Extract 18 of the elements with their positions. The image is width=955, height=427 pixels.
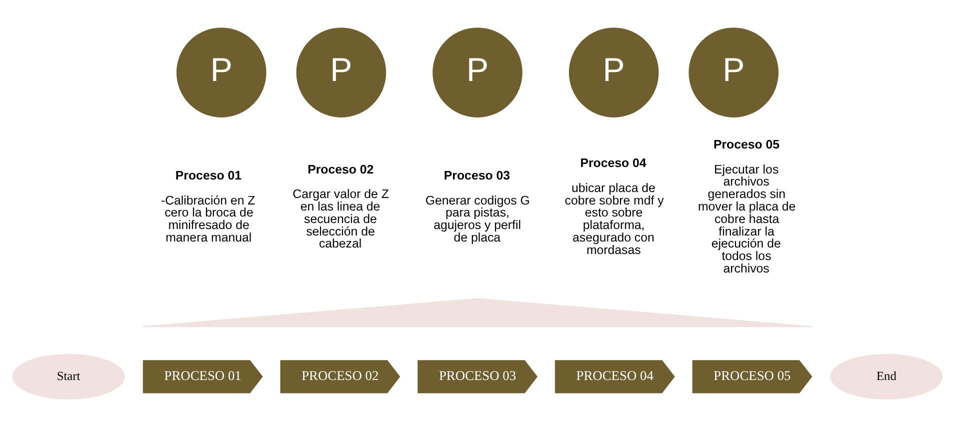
node-label: -Calibración en Z cero la broca de minifresado de manera manual — [160, 193, 256, 244]
node-circle: P — [568, 28, 659, 118]
node-label: ubicar placa de cobre sobre mdf y esto sobre plataforma, asegurado con mordasas — [564, 180, 664, 257]
node-label: Proceso 01 — [175, 168, 242, 183]
node-ellipse: Start — [12, 354, 125, 400]
node-ellipse: End — [830, 354, 943, 400]
node-triangle — [142, 298, 813, 328]
node-circle: P — [432, 28, 522, 118]
node-label: Proceso 04 — [580, 156, 646, 170]
node-label: Ejecutar los archivos generados sin mover la placa de cobre hasta finalizar la ejecución de todos los archivos — [698, 162, 796, 276]
node-circle: P — [176, 28, 266, 118]
node-circle: P — [296, 28, 386, 118]
node-label: Generar codigos G para pistas, agujeros y perfil de placa — [425, 193, 530, 244]
node-label: Proceso 05 — [713, 138, 780, 152]
node-label: Proceso 03 — [444, 168, 510, 183]
node-label: Cargar valor de Z en las linea de secuencia de selección de cabezal — [292, 187, 389, 251]
node-circle: P — [688, 28, 779, 118]
node-label: Proceso 02 — [308, 162, 374, 176]
